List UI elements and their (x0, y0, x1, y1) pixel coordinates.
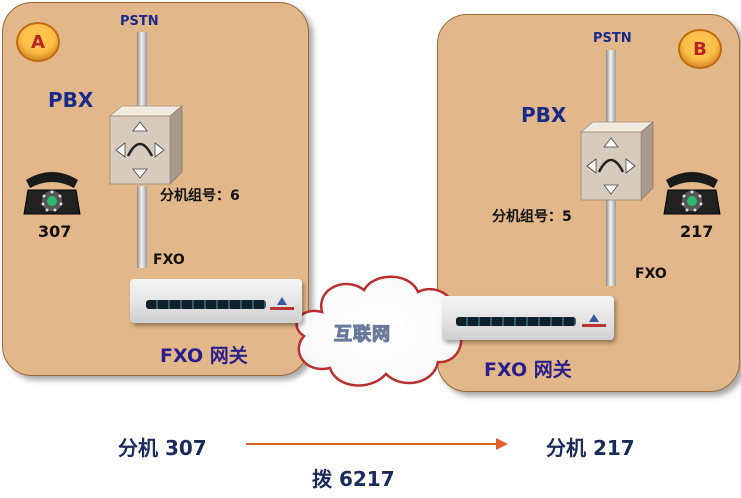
site-a-pstn-line (137, 32, 147, 110)
site-b-badge: B (678, 29, 722, 69)
site-a-gateway-label: FXO 网关 (160, 345, 248, 367)
dial-instruction-label: 拨 6217 (312, 467, 395, 491)
site-b-phone-icon (663, 172, 721, 215)
site-b-group-label: 分机组号：5 (492, 209, 572, 225)
site-b-pstn-line (606, 50, 616, 130)
call-destination-label: 分机 217 (546, 436, 635, 460)
site-a-fxo-line (137, 186, 147, 268)
call-source-label: 分机 307 (118, 436, 207, 460)
site-a-group-label: 分机组号：6 (160, 188, 240, 204)
site-a-phone-icon (23, 172, 81, 215)
site-a-fxo-label: FXO (153, 252, 185, 268)
site-a-fxo-gateway-device (130, 279, 302, 323)
gateway-logo-icon (582, 314, 606, 327)
call-direction-arrow (246, 438, 508, 450)
site-a-badge: A (16, 22, 60, 62)
site-b-pbx-label: PBX (521, 103, 567, 127)
site-a-pbx-icon (108, 105, 184, 185)
internet-cloud (295, 275, 463, 387)
internet-label: 互联网 (334, 324, 391, 346)
site-b-extension-number: 217 (680, 222, 714, 241)
site-b-gateway-label: FXO 网关 (484, 359, 572, 381)
gateway-port-strip (146, 300, 266, 309)
site-b-fxo-line (606, 200, 616, 286)
site-a-extension-number: 307 (38, 222, 72, 241)
gateway-logo-icon (270, 297, 294, 310)
site-a-pstn-label: PSTN (120, 14, 159, 29)
site-b-pbx-icon (579, 121, 655, 201)
site-b-fxo-gateway-device (442, 296, 614, 340)
site-b-fxo-label: FXO (635, 266, 667, 282)
site-b-pstn-label: PSTN (593, 31, 632, 46)
site-a-pbx-label: PBX (48, 88, 94, 112)
gateway-port-strip (456, 317, 576, 326)
